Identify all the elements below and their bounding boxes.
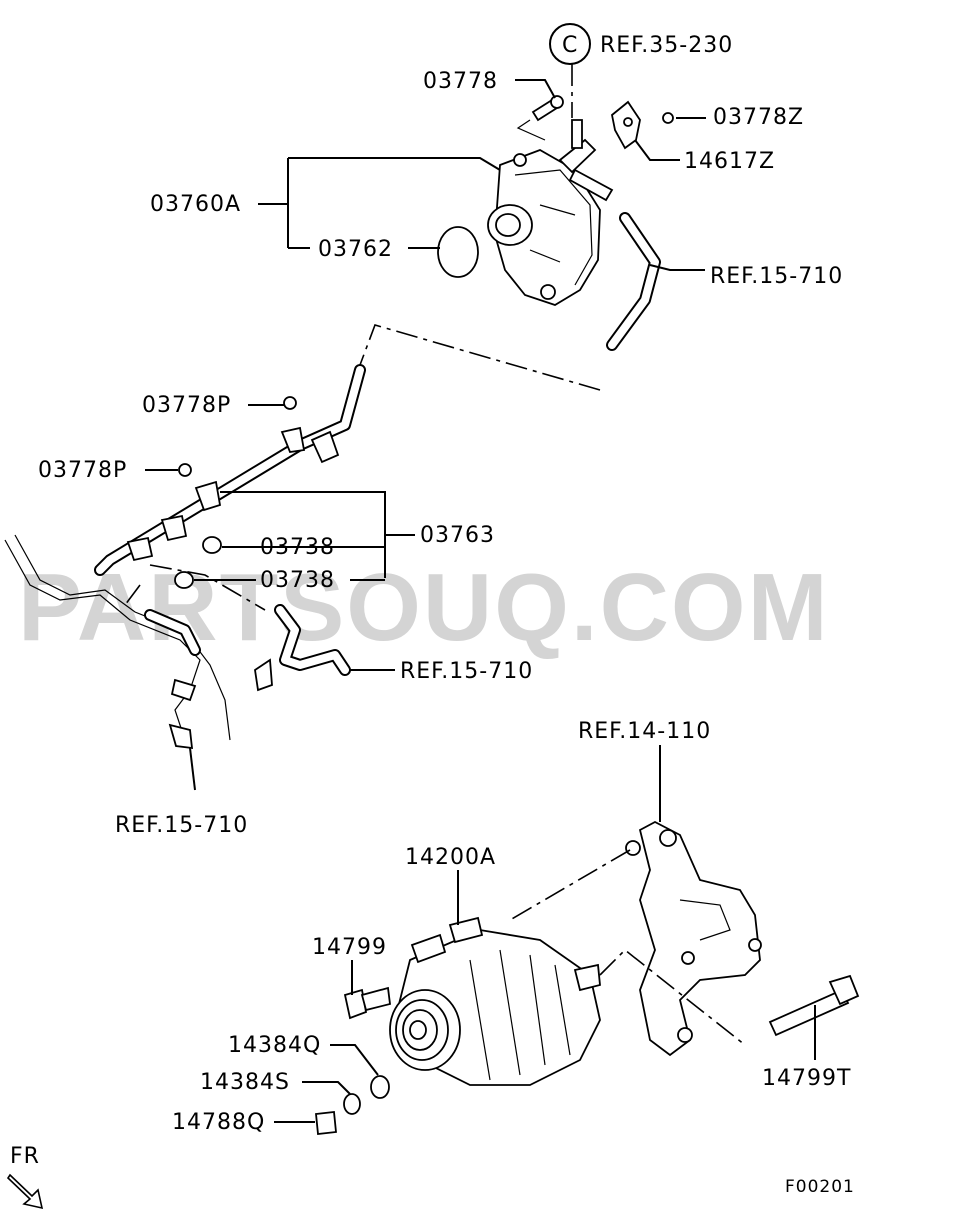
hose-left-drawing: [4, 534, 231, 750]
label-14200a[interactable]: 14200A: [405, 845, 496, 870]
label-ref-15-710-bottom[interactable]: REF.15-710: [115, 813, 248, 838]
dash-cap-hose: [149, 564, 266, 611]
dash-hose-pipe: [359, 324, 601, 391]
screw-03778z-drawing: [662, 112, 674, 124]
dash-bracket-alt: [509, 849, 631, 921]
bolt-14799-drawing: [343, 986, 391, 1020]
alternator-bracket-drawing: [625, 820, 762, 1057]
leader-ref-15-710-bottom: [189, 747, 196, 791]
dash-pipe-left: [124, 584, 141, 606]
label-03738-2[interactable]: 03738: [260, 568, 335, 593]
vacuum-pipe-drawing: [94, 364, 366, 576]
label-03778p-2[interactable]: 03778P: [38, 458, 127, 483]
label-14384s[interactable]: 14384S: [200, 1070, 290, 1095]
label-14788q[interactable]: 14788Q: [172, 1110, 265, 1135]
watermark: PARTSOUQ.COM: [18, 554, 830, 661]
vacuum-pump-drawing: [487, 119, 614, 306]
washer-14384q-drawing: [370, 1075, 390, 1099]
label-03778[interactable]: 03778: [423, 69, 498, 94]
o-ring-drawing: [437, 226, 479, 278]
leader-ref-15-710-top: [649, 264, 705, 271]
label-14799t[interactable]: 14799T: [762, 1066, 851, 1091]
nut-14788q-drawing: [315, 1111, 337, 1135]
label-14384q[interactable]: 14384Q: [228, 1033, 321, 1058]
hose-right-drawing: [254, 604, 351, 692]
dash-alt-bolt: [599, 948, 746, 1046]
leader-03778: [515, 79, 556, 99]
bolt-03778p-1-drawing: [283, 396, 297, 410]
label-03778p-1[interactable]: 03778P: [142, 393, 231, 418]
label-ref-15-710-mid[interactable]: REF.15-710: [400, 659, 533, 684]
washer-14384s-drawing: [343, 1093, 361, 1115]
long-bolt-14799t-drawing: [768, 974, 860, 1037]
leader-14384s: [302, 1081, 351, 1095]
label-ref-35-230[interactable]: REF.35-230: [600, 33, 733, 58]
label-03778z[interactable]: 03778Z: [713, 105, 804, 130]
figure-code: F00201: [785, 1177, 855, 1197]
leader-14617z: [634, 139, 680, 161]
bolt-03778p-2-drawing: [178, 463, 192, 477]
leader-03760a: [258, 157, 501, 249]
cap-03738-1-drawing: [202, 536, 222, 554]
alternator-drawing: [389, 916, 601, 1086]
hose-top-drawing: [606, 212, 661, 351]
label-14799[interactable]: 14799: [312, 935, 387, 960]
label-14617z[interactable]: 14617Z: [684, 149, 775, 174]
label-03760a[interactable]: 03760A: [150, 192, 241, 217]
leader-14384q: [330, 1044, 379, 1076]
circle-ref-c: [549, 23, 591, 65]
label-03763[interactable]: 03763: [420, 523, 495, 548]
bolt-03778-drawing: [531, 95, 564, 122]
circle-ref-letter: C: [562, 33, 578, 58]
front-label: FR: [10, 1144, 40, 1169]
label-ref-15-710-top[interactable]: REF.15-710: [710, 264, 843, 289]
label-03762[interactable]: 03762: [318, 237, 393, 262]
label-ref-14-110[interactable]: REF.14-110: [578, 719, 711, 744]
label-03738-1[interactable]: 03738: [260, 535, 335, 560]
front-arrow-icon: [6, 1173, 44, 1210]
leader-03763: [220, 491, 415, 578]
cap-03738-2-drawing: [174, 571, 194, 589]
bolt-leader: [516, 119, 546, 141]
